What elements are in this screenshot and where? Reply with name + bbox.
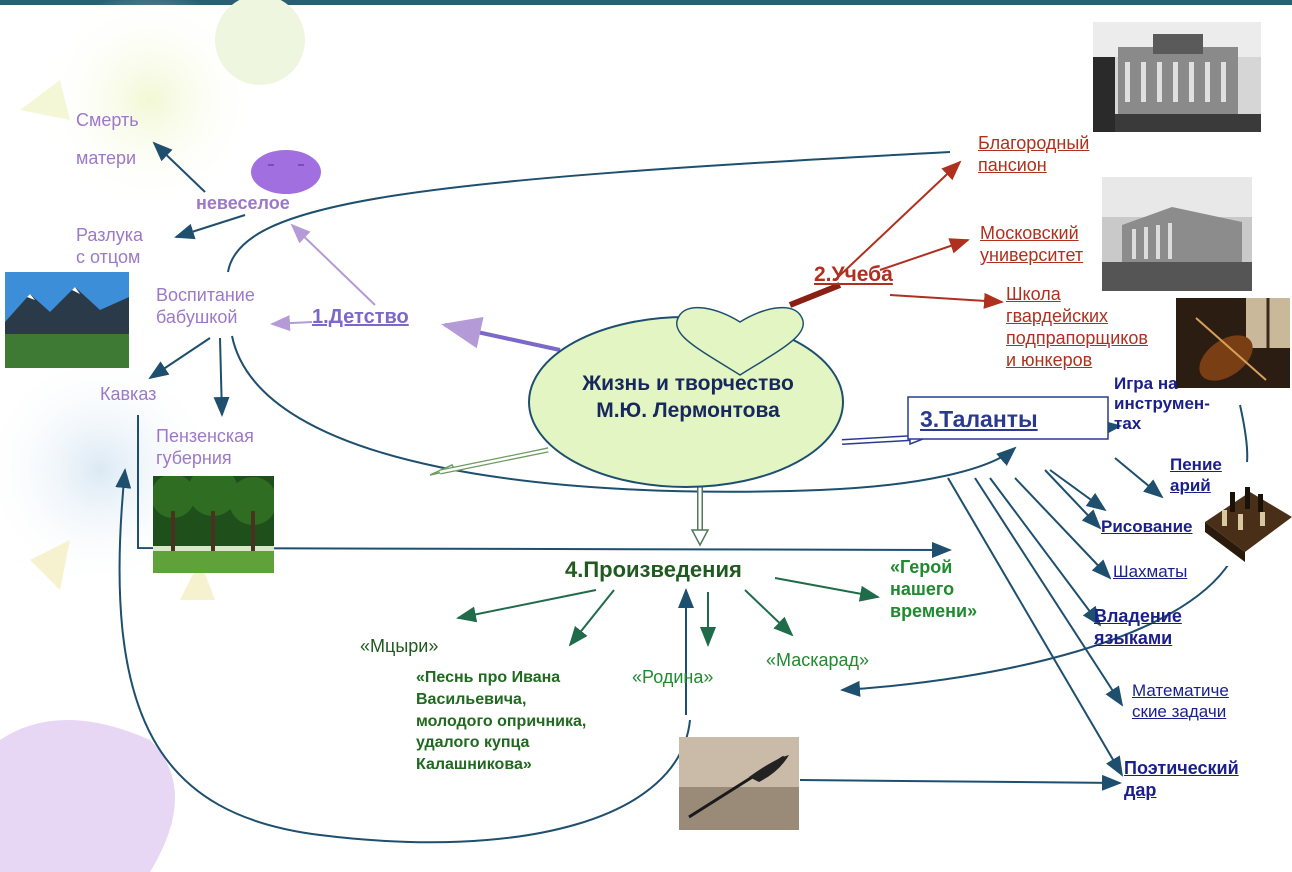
study-title[interactable]: 2.Учеба bbox=[814, 263, 893, 286]
caucasus-label: Кавказ bbox=[100, 384, 157, 404]
school-line3: подпрапорщиков bbox=[1006, 327, 1148, 348]
upbringing-label: Воспитание бабушкой bbox=[156, 285, 255, 329]
song-title[interactable]: «Песнь про Ивана Васильевича, молодого о… bbox=[416, 667, 586, 776]
forest-photo-icon bbox=[153, 476, 274, 573]
works-title[interactable]: 4.Произведения bbox=[565, 557, 742, 582]
hero-line1: «Герой bbox=[890, 557, 953, 577]
separation-label: Разлука с отцом bbox=[76, 225, 143, 269]
song-line1: «Песнь про Ивана bbox=[416, 669, 561, 686]
center-title-line2: М.Ю. Лермонтова bbox=[596, 399, 780, 423]
main-connectors bbox=[115, 141, 1249, 844]
penza-line1: Пензенская bbox=[156, 426, 254, 446]
heart-icon bbox=[675, 306, 805, 376]
drawing-link[interactable]: Рисование bbox=[1101, 517, 1193, 536]
talents-title[interactable]: 3.Таланты bbox=[920, 406, 1038, 432]
languages-link[interactable]: Владение языками bbox=[1094, 606, 1182, 650]
school-line4: и юнкеров bbox=[1006, 349, 1093, 370]
childhood-title[interactable]: 1.Детство bbox=[312, 306, 409, 328]
chessboard-photo-icon bbox=[1200, 462, 1292, 566]
school-link[interactable]: Школа гвардейских подпрапорщиков и юнкер… bbox=[1006, 284, 1176, 372]
hero-line2: нашего bbox=[890, 578, 955, 599]
penza-line2: губерния bbox=[156, 447, 232, 468]
song-line2: Васильевича, bbox=[416, 690, 527, 708]
school-line2: гвардейских bbox=[1006, 305, 1109, 326]
death-line2: матери bbox=[76, 148, 137, 168]
languages-line2: языками bbox=[1094, 627, 1173, 648]
song-line3: молодого опричника, bbox=[416, 712, 587, 730]
separation-line1: Разлука bbox=[76, 225, 144, 245]
singing-line2: арий bbox=[1170, 475, 1211, 495]
mood-blob-icon bbox=[251, 150, 321, 194]
song-line5: Калашникова» bbox=[416, 756, 532, 773]
university-link[interactable]: Московский университет bbox=[980, 223, 1102, 267]
death-label: Смерть матери bbox=[76, 101, 139, 177]
music-line2: инструмен- bbox=[1114, 394, 1210, 414]
building-photo-icon bbox=[1093, 22, 1261, 132]
school-line1: Школа bbox=[1006, 284, 1061, 304]
pension-line1: Благородный bbox=[978, 133, 1090, 153]
music-line1: Игра на bbox=[1114, 374, 1178, 393]
talents-box bbox=[907, 396, 1109, 440]
violin-photo-icon bbox=[1176, 298, 1290, 388]
math-line2: ские задачи bbox=[1132, 702, 1227, 722]
music-label: Игра на инструмен- тах bbox=[1114, 374, 1210, 434]
university-line2: университет bbox=[980, 244, 1084, 265]
quill-photo-icon bbox=[679, 737, 799, 830]
hollow-arrows bbox=[429, 429, 931, 547]
math-link[interactable]: Математиче ские задачи bbox=[1132, 680, 1229, 723]
university-photo-icon bbox=[1102, 177, 1252, 291]
pension-line2: пансион bbox=[978, 154, 1047, 175]
poetry-link[interactable]: Поэтический дар bbox=[1124, 758, 1239, 802]
penza-label: Пензенская губерния bbox=[156, 426, 254, 470]
upbringing-line2: бабушкой bbox=[156, 306, 238, 327]
poetry-line2: дар bbox=[1124, 779, 1157, 800]
background-decoration bbox=[0, 0, 305, 872]
maskarad-title[interactable]: «Маскарад» bbox=[766, 650, 870, 670]
mtsyri-title[interactable]: «Мцыри» bbox=[360, 636, 439, 656]
mountains-photo-icon bbox=[5, 272, 129, 368]
university-line1: Московский bbox=[980, 223, 1079, 243]
upbringing-line1: Воспитание bbox=[156, 285, 255, 305]
center-title-line1: Жизнь и творчество bbox=[582, 372, 794, 395]
childhood-connectors bbox=[270, 223, 561, 352]
singing-line1: Пение bbox=[1170, 455, 1222, 474]
works-connectors bbox=[456, 577, 880, 647]
chess-link[interactable]: Шахматы bbox=[1113, 562, 1188, 581]
center-title: Жизнь и творчество М.Ю. Лермонтова bbox=[540, 370, 836, 425]
mood-label: невеселое bbox=[196, 193, 290, 213]
languages-line1: Владение bbox=[1094, 606, 1182, 626]
separation-line2: с отцом bbox=[76, 246, 141, 267]
hero-title[interactable]: «Герой нашего времени» bbox=[890, 557, 977, 623]
pension-link[interactable]: Благородный пансион bbox=[978, 133, 1089, 177]
top-border bbox=[0, 0, 1292, 5]
song-line4: удалого купца bbox=[416, 734, 530, 752]
study-connectors bbox=[788, 160, 1004, 309]
death-line1: Смерть bbox=[76, 110, 139, 130]
math-line1: Математиче bbox=[1132, 681, 1229, 700]
music-line3: тах bbox=[1114, 414, 1142, 434]
poetry-line1: Поэтический bbox=[1124, 758, 1239, 778]
rodina-title[interactable]: «Родина» bbox=[632, 667, 714, 687]
hero-line3: времени» bbox=[890, 600, 978, 621]
singing-link[interactable]: Пение арий bbox=[1170, 455, 1245, 496]
